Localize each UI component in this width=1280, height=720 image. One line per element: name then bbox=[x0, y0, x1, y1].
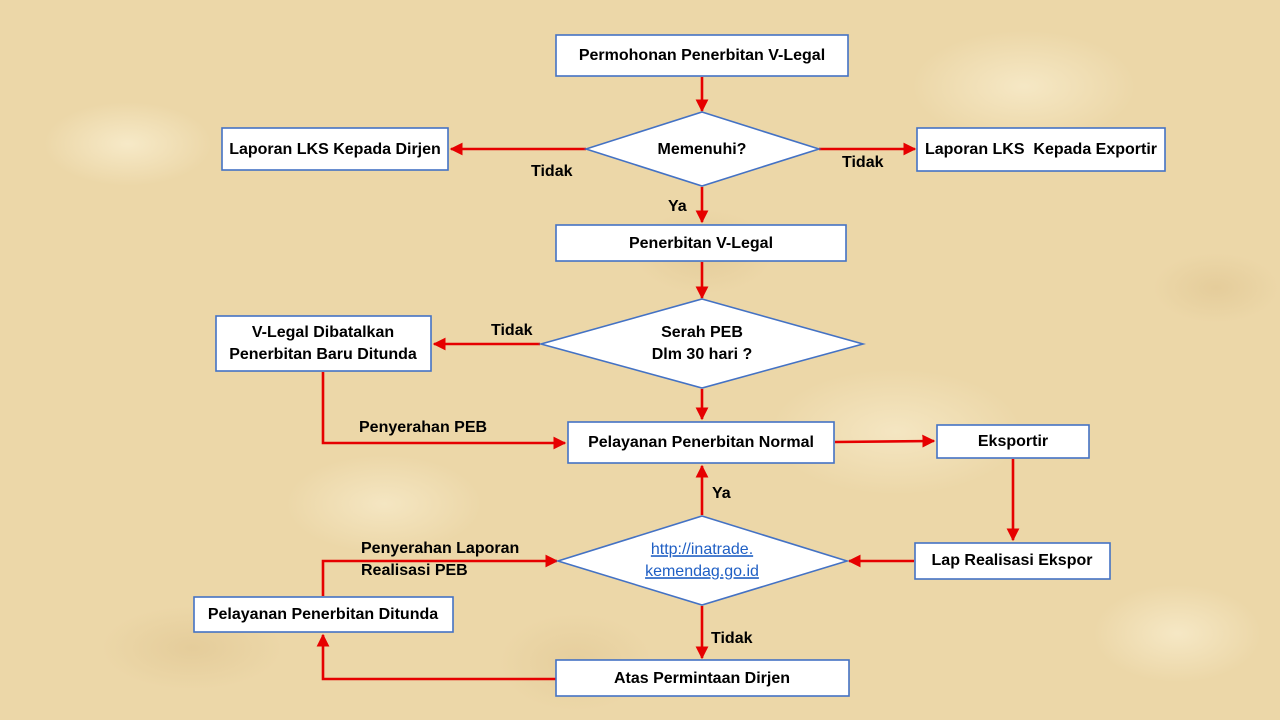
edge-label-penyerahan-laporan-line2: Realisasi PEB bbox=[361, 562, 468, 579]
inatrade-link-line2[interactable]: kemendag.go.id bbox=[645, 563, 759, 580]
node-pelayanan-ditunda: Pelayanan Penerbitan Ditunda bbox=[193, 596, 454, 633]
edge-label-ya-1: Ya bbox=[668, 198, 687, 215]
node-laporan-exportir-label: Laporan LKS Kepada Exportir bbox=[925, 141, 1157, 158]
node-memenuhi: Memenuhi? bbox=[583, 111, 822, 187]
edge-pelayanan-ditunda-to-inatrade bbox=[321, 554, 559, 596]
edges bbox=[316, 77, 1020, 681]
node-pelayanan-normal-label: Pelayanan Penerbitan Normal bbox=[588, 434, 814, 451]
node-atas-permintaan-label: Atas Permintaan Dirjen bbox=[614, 670, 790, 687]
node-serah-peb: Serah PEB Dlm 30 hari ? bbox=[537, 298, 867, 389]
node-permohonan-label: Permohonan Penerbitan V-Legal bbox=[579, 47, 825, 64]
node-laporan-dirjen: Laporan LKS Kepada Dirjen bbox=[221, 127, 449, 171]
node-pelayanan-normal: Pelayanan Penerbitan Normal bbox=[567, 421, 835, 464]
node-atas-permintaan: Atas Permintaan Dirjen bbox=[555, 659, 850, 697]
edge-label-ya-2: Ya bbox=[712, 485, 731, 502]
node-serah-peb-label-line2: Dlm 30 hari ? bbox=[652, 346, 752, 363]
edge-label-penyerahan-peb: Penyerahan PEB bbox=[359, 419, 487, 436]
node-dibatalkan-label-line1: V-Legal Dibatalkan bbox=[252, 324, 394, 341]
node-penerbitan-label: Penerbitan V-Legal bbox=[629, 235, 773, 252]
edge-labels: Tidak Tidak Ya Tidak Penyerahan PEB Ya P… bbox=[359, 154, 884, 647]
node-dibatalkan-label-line2: Penerbitan Baru Ditunda bbox=[229, 346, 417, 363]
node-laporan-dirjen-label: Laporan LKS Kepada Dirjen bbox=[229, 141, 441, 158]
node-penerbitan: Penerbitan V-Legal bbox=[555, 224, 847, 262]
edge-atas-permintaan-to-pelayanan-ditunda bbox=[316, 633, 556, 681]
node-lap-realisasi: Lap Realisasi Ekspor bbox=[914, 542, 1111, 580]
inatrade-link-line1[interactable]: http://inatrade. bbox=[651, 541, 753, 558]
edge-label-penyerahan-laporan-line1: Penyerahan Laporan bbox=[361, 540, 519, 557]
edge-label-tidak-peb: Tidak bbox=[491, 322, 533, 339]
node-lap-realisasi-label: Lap Realisasi Ekspor bbox=[932, 552, 1093, 569]
node-permohonan: Permohonan Penerbitan V-Legal bbox=[555, 34, 849, 77]
node-dibatalkan: V-Legal Dibatalkan Penerbitan Baru Ditun… bbox=[215, 315, 432, 372]
edge-pelayanan-normal-to-eksportir bbox=[834, 434, 936, 448]
node-eksportir: Eksportir bbox=[936, 424, 1090, 459]
node-eksportir-label: Eksportir bbox=[978, 433, 1048, 450]
node-memenuhi-label: Memenuhi? bbox=[658, 141, 747, 158]
node-inatrade: http://inatrade. kemendag.go.id bbox=[555, 515, 850, 606]
edge-dibatalkan-to-pelayanan-normal bbox=[321, 372, 567, 450]
node-pelayanan-ditunda-label: Pelayanan Penerbitan Ditunda bbox=[208, 606, 438, 623]
node-laporan-exportir: Laporan LKS Kepada Exportir bbox=[916, 127, 1166, 172]
edge-label-tidak-right: Tidak bbox=[842, 154, 884, 171]
edge-label-tidak-left: Tidak bbox=[531, 163, 573, 180]
node-serah-peb-label-line1: Serah PEB bbox=[661, 324, 743, 341]
edge-label-tidak-bottom: Tidak bbox=[711, 630, 753, 647]
